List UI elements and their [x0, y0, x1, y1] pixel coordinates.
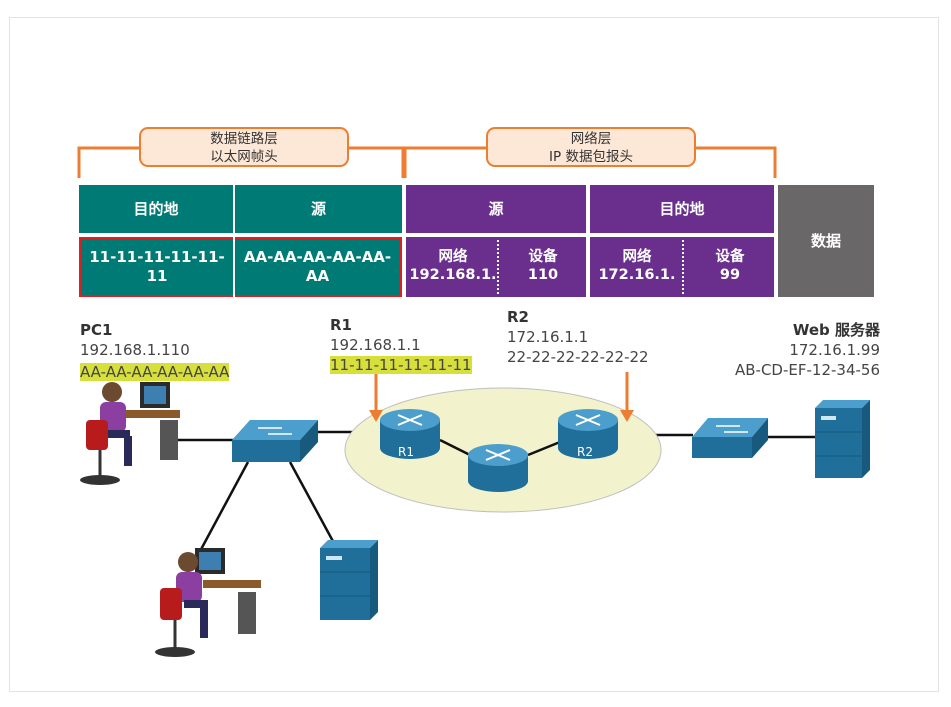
- web-server-name: Web 服务器: [792, 321, 880, 339]
- web-server-mac: AB-CD-EF-12-34-56: [734, 361, 880, 379]
- switch-1-icon: [232, 420, 318, 462]
- router-r1-icon: [380, 409, 440, 459]
- datalink-header-label: 数据链路层 以太网帧头: [139, 127, 349, 167]
- arrow-to-r2: [620, 372, 634, 422]
- ip-dest-header: 目的地: [590, 185, 774, 233]
- r2-mac: 22-22-22-22-22-22: [507, 348, 649, 366]
- web-server-ip: 172.16.1.99: [789, 341, 880, 359]
- r2-label: R2 172.16.1.1 22-22-22-22-22-22: [507, 307, 649, 367]
- r1-ip: 192.168.1.1: [330, 336, 421, 354]
- server-icon-lan: [320, 540, 378, 620]
- data-cell: 数据: [778, 185, 874, 297]
- pc1-mac: AA-AA-AA-AA-AA-AA: [80, 363, 230, 381]
- switch-2-icon: [692, 418, 768, 458]
- ip-src-divider: [497, 240, 499, 294]
- ip-dest-network-value: 172.16.1.: [598, 267, 676, 283]
- ip-src-network-label: 网络: [438, 249, 468, 265]
- r2-icon-label: R2: [577, 445, 593, 459]
- eth-dest-header: 目的地: [79, 185, 233, 233]
- ip-dest-device-value: 99: [719, 267, 741, 283]
- ip-src-device-value: 110: [527, 267, 559, 283]
- r1-icon-label: R1: [398, 445, 414, 459]
- link-switch1-server: [288, 461, 337, 546]
- arrow-to-r1: [369, 372, 383, 422]
- ip-src-device-label: 设备: [528, 249, 558, 265]
- eth-dest-value: 11-11-11-11-11-11: [79, 237, 233, 297]
- r2-name: R2: [507, 308, 529, 326]
- web-server-icon: [815, 400, 870, 478]
- r1-name: R1: [330, 316, 352, 334]
- r1-label: R1 192.168.1.1 11-11-11-11-11-11: [330, 315, 472, 375]
- network-header-label: 网络层 IP 数据包报头: [486, 127, 696, 167]
- eth-src-value: AA-AA-AA-AA-AA-AA: [235, 237, 402, 297]
- datalink-line2: 以太网帧头: [210, 149, 278, 165]
- eth-src-header: 源: [235, 185, 402, 233]
- pc1-label: PC1 192.168.1.110: [80, 320, 190, 360]
- datalink-line1: 数据链路层: [210, 131, 278, 147]
- pc2-workstation-icon: [155, 548, 261, 657]
- pc1-mac-block: AA-AA-AA-AA-AA-AA: [80, 362, 238, 382]
- link-switch1-pc2: [196, 461, 250, 556]
- r2-ip: 172.16.1.1: [507, 328, 589, 346]
- router-r2-icon: [558, 409, 618, 459]
- ip-dest-network-label: 网络: [622, 249, 652, 265]
- ip-src-header: 源: [406, 185, 586, 233]
- ip-src-value-box: [406, 237, 586, 297]
- pc1-workstation-icon: [80, 382, 180, 485]
- web-server-label: Web 服务器 172.16.1.99 AB-CD-EF-12-34-56: [700, 320, 880, 380]
- router-middle-icon: [468, 444, 528, 492]
- network-line1: 网络层: [570, 131, 612, 147]
- pc1-ip: 192.168.1.110: [80, 341, 190, 359]
- ip-dest-divider: [682, 240, 684, 294]
- ip-dest-device-label: 设备: [715, 249, 745, 265]
- ip-src-network-value: 192.168.1.: [409, 267, 497, 283]
- pc1-name: PC1: [80, 321, 113, 339]
- network-line2: IP 数据包报头: [549, 149, 633, 165]
- r1-mac: 11-11-11-11-11-11: [330, 356, 472, 374]
